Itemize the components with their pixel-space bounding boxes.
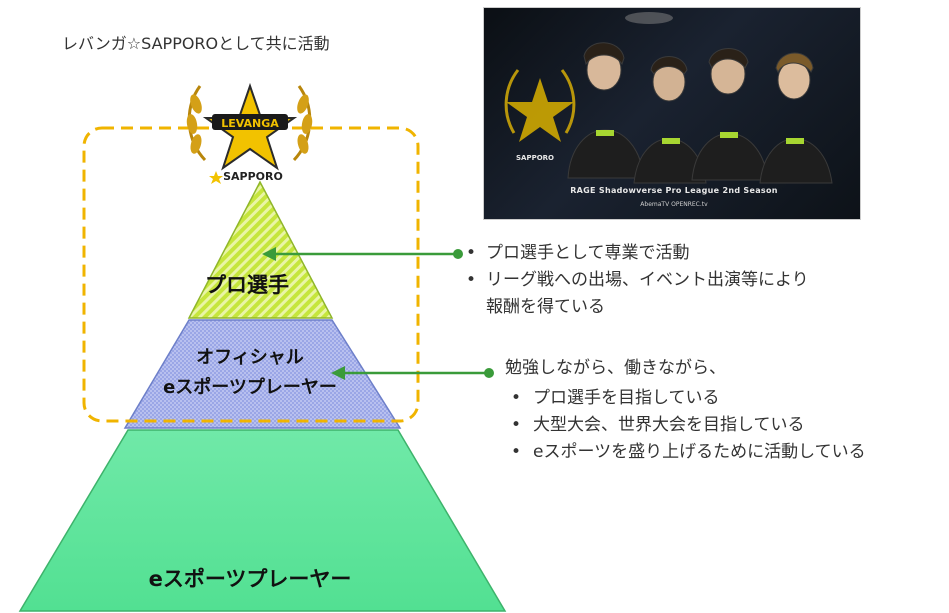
team-caption: レバンガ☆SAPPOROとして共に活動 [62, 34, 330, 53]
logo-team-name: SAPPORO [223, 170, 283, 183]
official-connector-dot [484, 368, 494, 378]
tier-official-shape [123, 319, 402, 429]
pro-connector-dot [453, 249, 463, 259]
team-photo: SAPPORO RAGE Shadowverse Pro League 2nd … [484, 8, 860, 219]
official-description-item: 大型大会、世界大会を目指している [505, 412, 866, 439]
photo-team-text: SAPPORO [516, 154, 555, 162]
official-description-list: プロ選手を目指している 大型大会、世界大会を目指している eスポーツを盛り上げる… [505, 385, 866, 466]
photo-league-text: RAGE Shadowverse Pro League 2nd Season [570, 186, 778, 195]
pro-description-list: プロ選手として専業で活動 リーグ戦への出場、イベント出演等により 報酬を得ている [462, 240, 809, 321]
photo-sponsor-text: AbemaTV OPENREC.tv [640, 201, 708, 208]
tier-pro-shape [187, 180, 334, 319]
tier-base-shape [18, 429, 507, 612]
pro-description-item: プロ選手として専業で活動 [462, 240, 809, 267]
official-group-outline [82, 126, 420, 423]
official-connector-arrowhead [331, 366, 345, 380]
tier-official-label-line2: eスポーツプレーヤー [163, 376, 337, 398]
logo-small-star-icon [209, 171, 223, 184]
tier-official-label-line1: オフィシャル [196, 347, 304, 368]
levanga-star-wheat-logo: LEVANGA SAPPORO [186, 82, 313, 184]
official-description-heading: 勉強しながら、働きながら、 [505, 358, 726, 378]
pro-connector-arrowhead [262, 247, 276, 261]
official-description-item: プロ選手を目指している [505, 385, 866, 412]
tier-base-label: eスポーツプレーヤー [149, 567, 352, 591]
team-players-illustration [504, 12, 833, 184]
tier-pro-label: プロ選手 [205, 273, 289, 297]
logo-wordmark: LEVANGA [221, 117, 279, 130]
pro-description-item-continued: 報酬を得ている [486, 297, 605, 317]
official-description-item: eスポーツを盛り上げるために活動している [505, 439, 866, 466]
pro-description-item: リーグ戦への出場、イベント出演等により [462, 267, 809, 294]
